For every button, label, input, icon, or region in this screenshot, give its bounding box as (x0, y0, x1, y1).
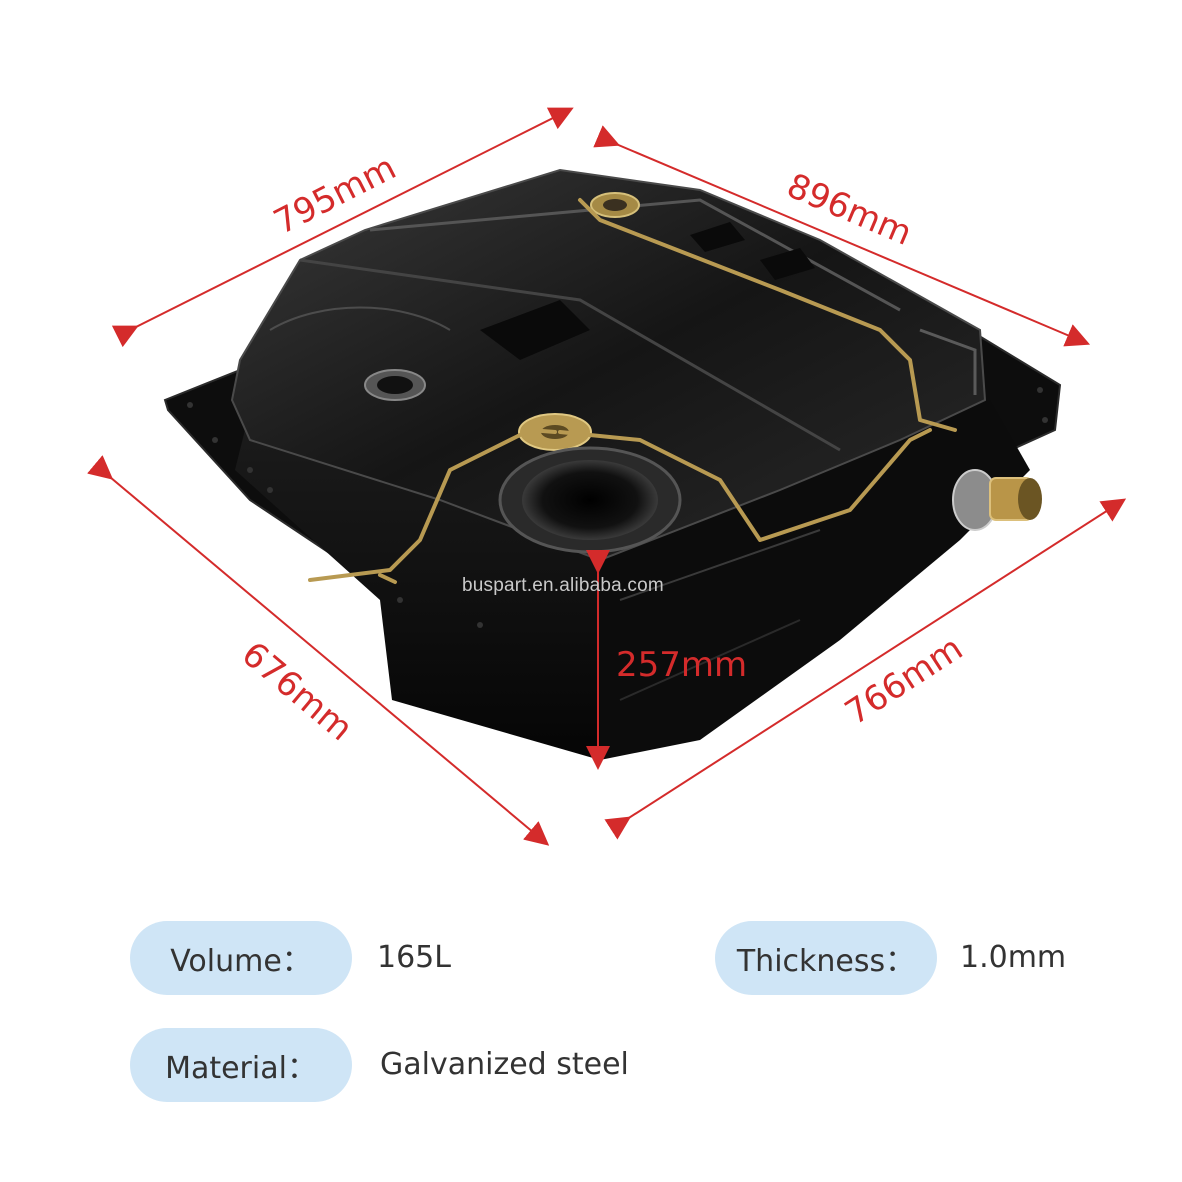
thickness-label: Thickness： (736, 944, 916, 979)
watermark: buspart.en.alibaba.com (462, 575, 664, 596)
dim-line-795 (111, 107, 574, 348)
dim-line-896 (593, 125, 1091, 347)
fuel-cap-top (590, 192, 640, 218)
dim-line-766 (604, 498, 1127, 840)
fuel-cap-small (364, 369, 426, 401)
volume-label-pill: Volume： (130, 921, 352, 995)
volume-label: Volume： (170, 944, 312, 979)
product-image-area: 795mm 896mm 676mm 766mm 257mm buspart.en… (87, 107, 1127, 846)
dimension-lines (87, 107, 1127, 846)
material-value: Galvanized steel (380, 1047, 629, 1082)
material-label: Material： (165, 1051, 317, 1086)
dim-line-676 (87, 455, 550, 846)
fuel-tank-illustration: 795mm 896mm 676mm 766mm 257mm (87, 107, 1127, 846)
pump-opening (498, 446, 682, 554)
outlet-fitting (952, 469, 1042, 531)
dim-label-766: 766mm (838, 628, 970, 733)
dim-label-676: 676mm (234, 634, 360, 749)
material-label-pill: Material： (130, 1028, 352, 1102)
thickness-value: 1.0mm (960, 940, 1067, 975)
dim-label-257: 257mm (616, 645, 747, 685)
volume-value: 165L (377, 940, 451, 975)
thickness-label-pill: Thickness： (715, 921, 937, 995)
